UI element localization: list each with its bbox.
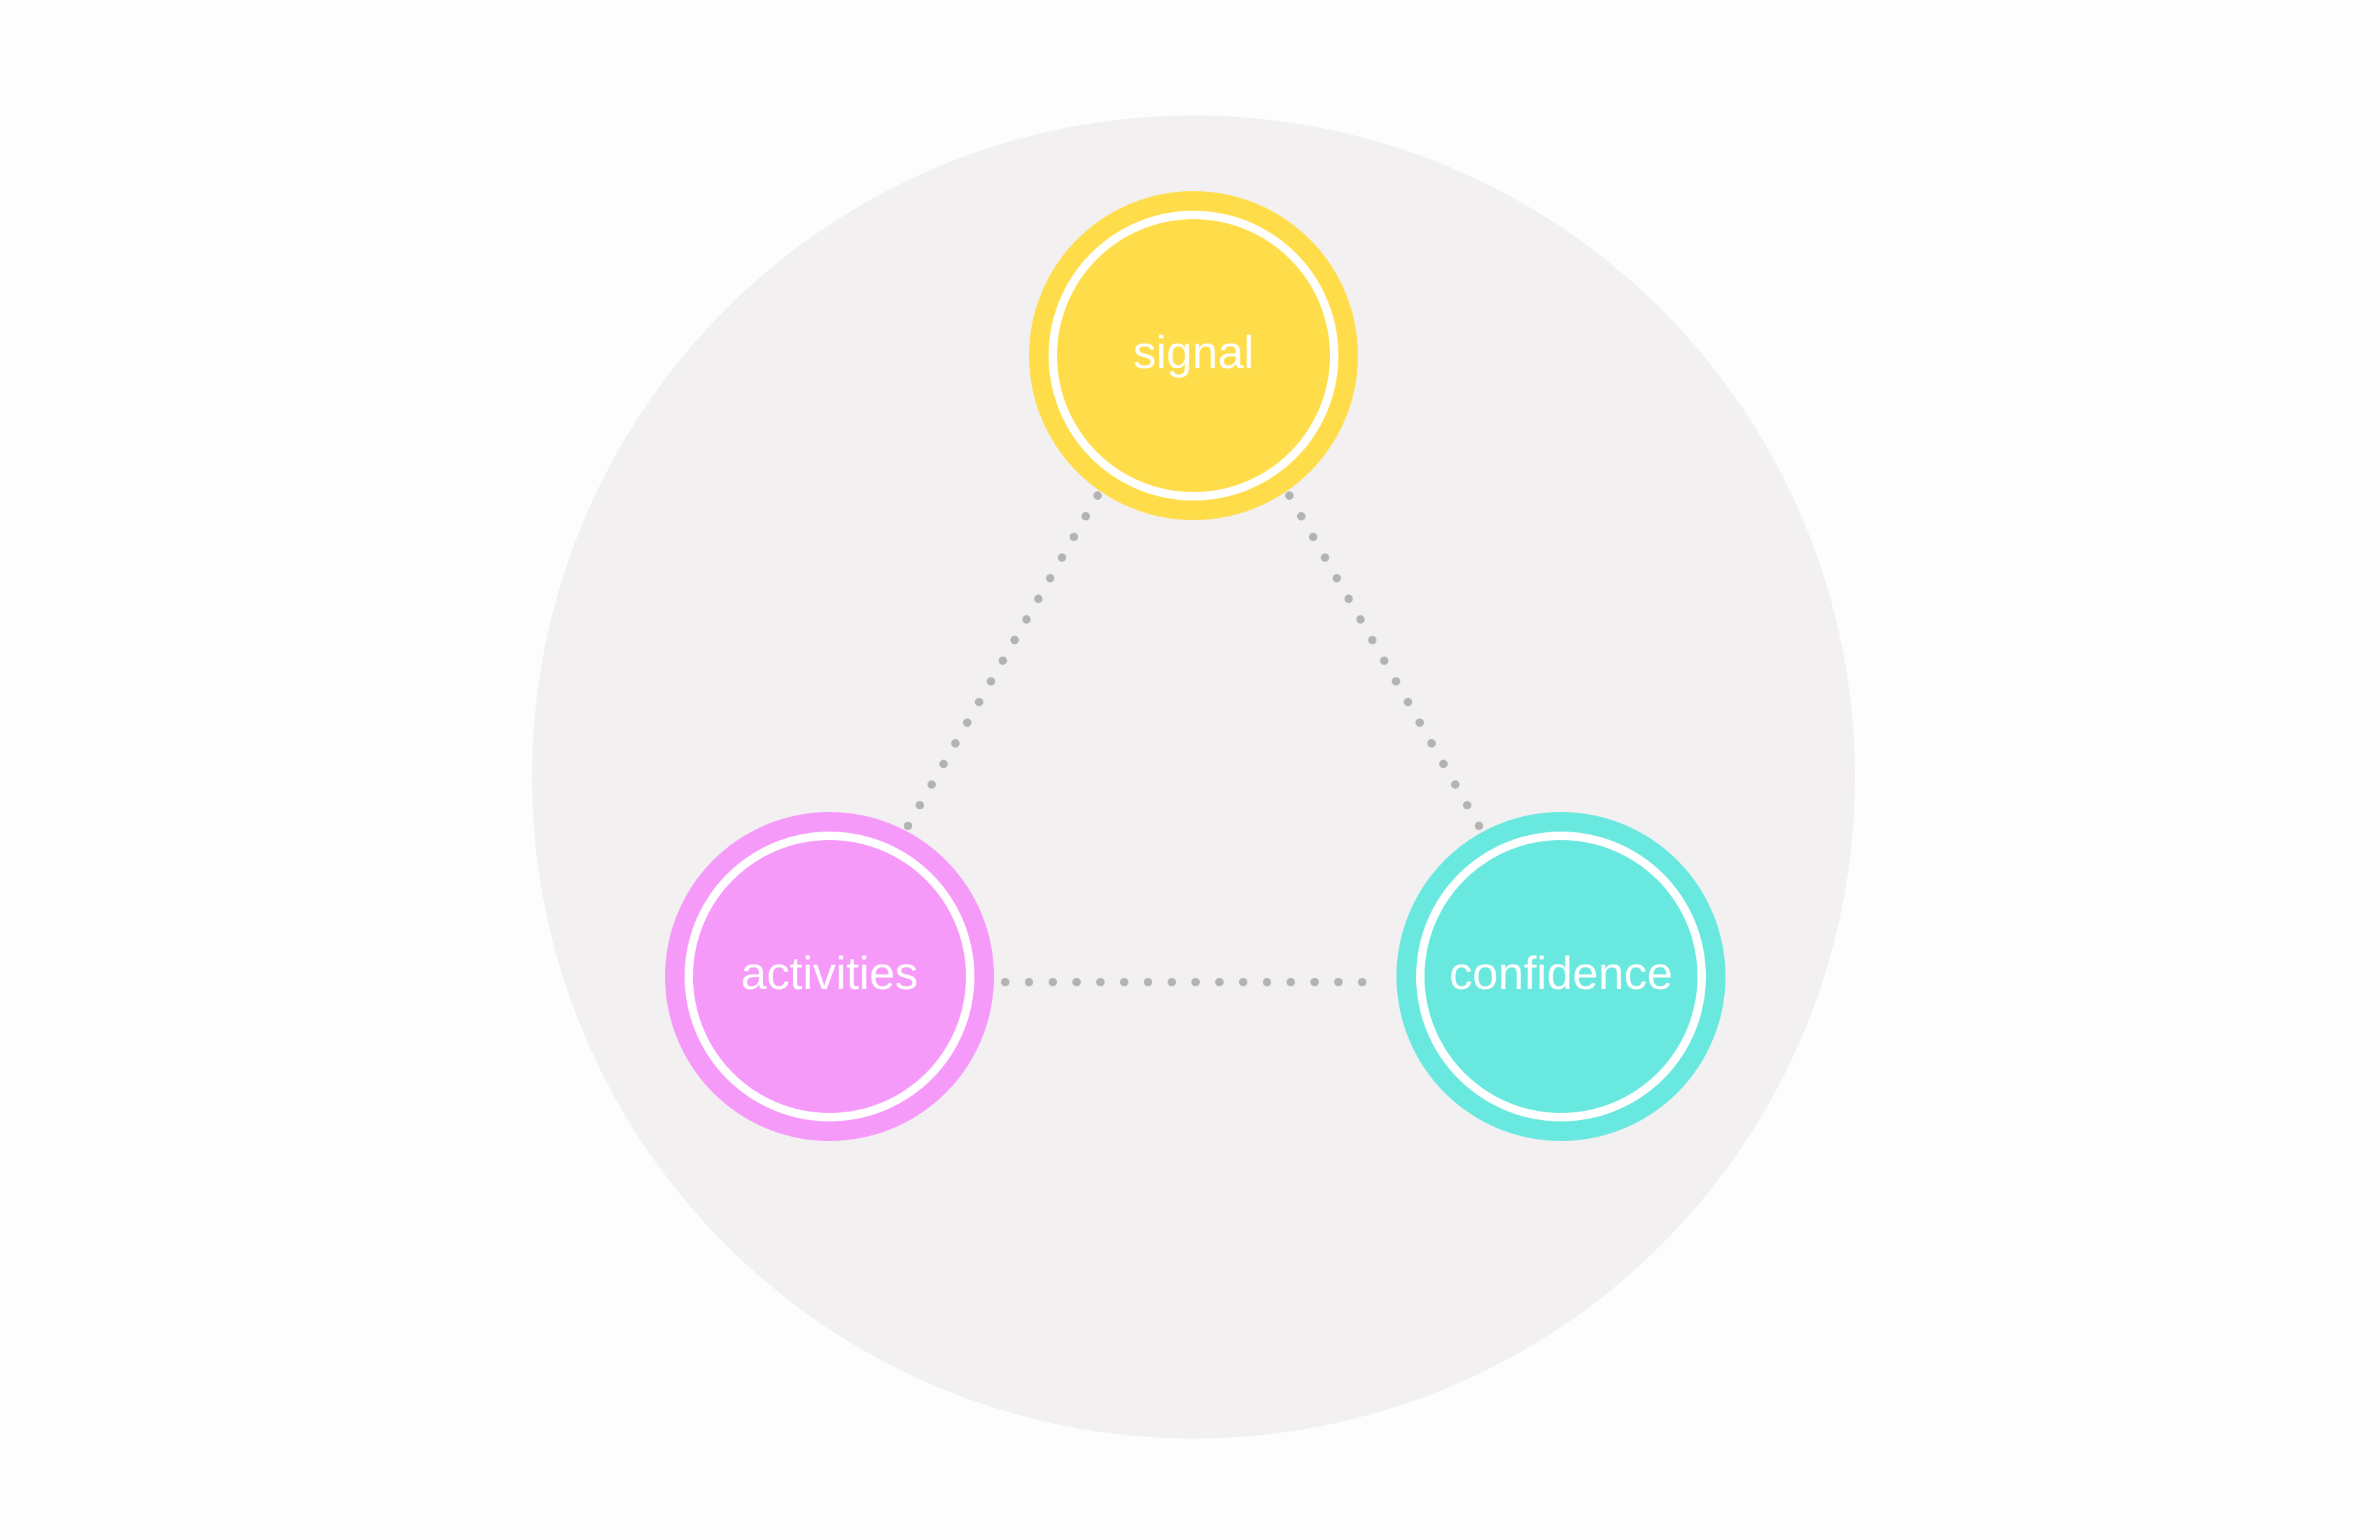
node-activities-inner	[693, 840, 966, 1113]
node-confidence: confidence	[1396, 812, 1726, 1141]
connectors	[901, 491, 1486, 986]
connector-signal-activities	[901, 491, 1102, 835]
connector-signal-confidence	[1285, 491, 1486, 835]
node-signal: signal	[1029, 191, 1358, 520]
node-activities-label: activities	[741, 947, 918, 999]
node-signal-label: signal	[1133, 326, 1254, 378]
node-activities: activities	[665, 812, 994, 1141]
node-confidence-label: confidence	[1449, 947, 1672, 999]
node-confidence-inner	[1424, 840, 1698, 1113]
node-signal-inner	[1057, 219, 1330, 492]
